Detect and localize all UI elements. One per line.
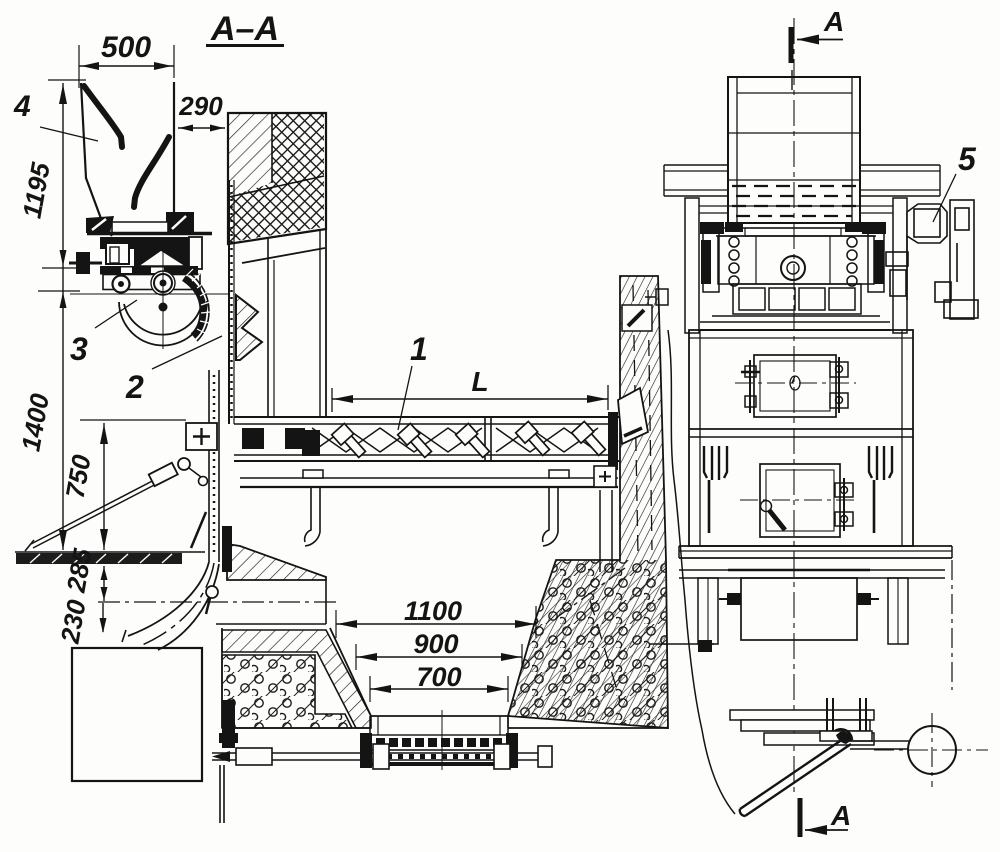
svg-text:A: A [830, 800, 851, 831]
svg-text:700: 700 [416, 662, 461, 692]
svg-text:A–A: A–A [210, 10, 279, 48]
svg-text:1100: 1100 [404, 596, 462, 626]
svg-text:A: A [823, 6, 844, 37]
svg-text:5: 5 [958, 141, 977, 177]
svg-text:3: 3 [70, 331, 88, 367]
svg-text:2: 2 [125, 369, 144, 405]
svg-text:900: 900 [413, 629, 458, 659]
svg-text:L: L [471, 366, 488, 397]
svg-text:290: 290 [178, 91, 223, 121]
svg-text:4: 4 [13, 90, 31, 123]
svg-text:1: 1 [410, 331, 428, 367]
svg-text:500: 500 [101, 31, 151, 64]
